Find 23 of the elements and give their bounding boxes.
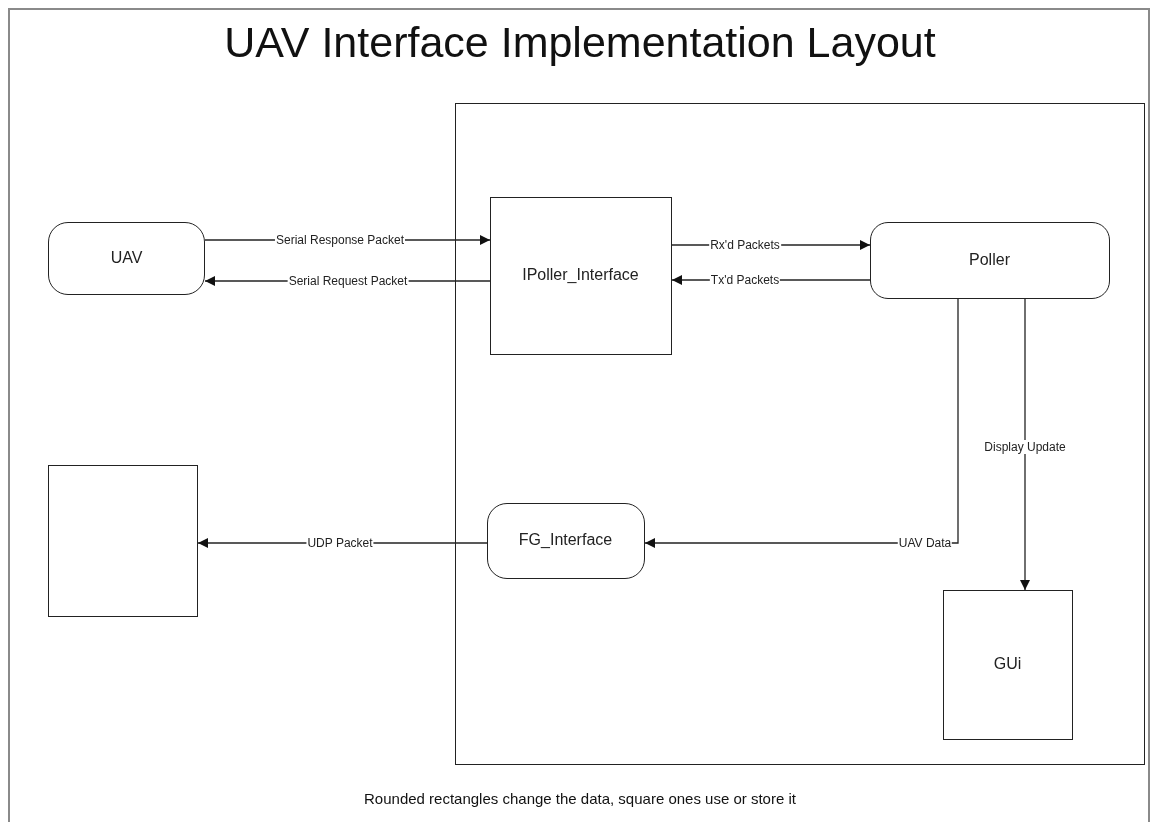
arrow [644,298,959,548]
empty-box [48,465,198,617]
container-box [455,103,1145,765]
storage-box [489,196,672,355]
node-label: UAV [109,248,144,269]
process-box [48,222,205,295]
caption: Rounded rectangles change the data, square ones use or store it [363,790,797,807]
diagram-title: UAV Interface Implementation Layout [223,18,937,67]
edge-label: Serial Response Packet [274,233,406,247]
storage-box [942,589,1073,740]
edge-label: UDP Packet [306,536,374,550]
edge-label: Serial Request Packet [287,274,409,288]
edge-label: Tx'd Packets [709,273,781,287]
node-label: FG_Interface [517,530,614,551]
process-box [486,502,645,579]
arrow [1020,298,1030,591]
edge-label: UAV Data [897,536,953,550]
edge-label: Display Update [983,440,1067,454]
node-label: Poller [968,249,1011,270]
process-box [869,221,1110,299]
node-label: GUi [992,654,1023,675]
node-label: IPoller_Interface [521,265,640,286]
edge-label: Rx'd Packets [709,238,781,252]
